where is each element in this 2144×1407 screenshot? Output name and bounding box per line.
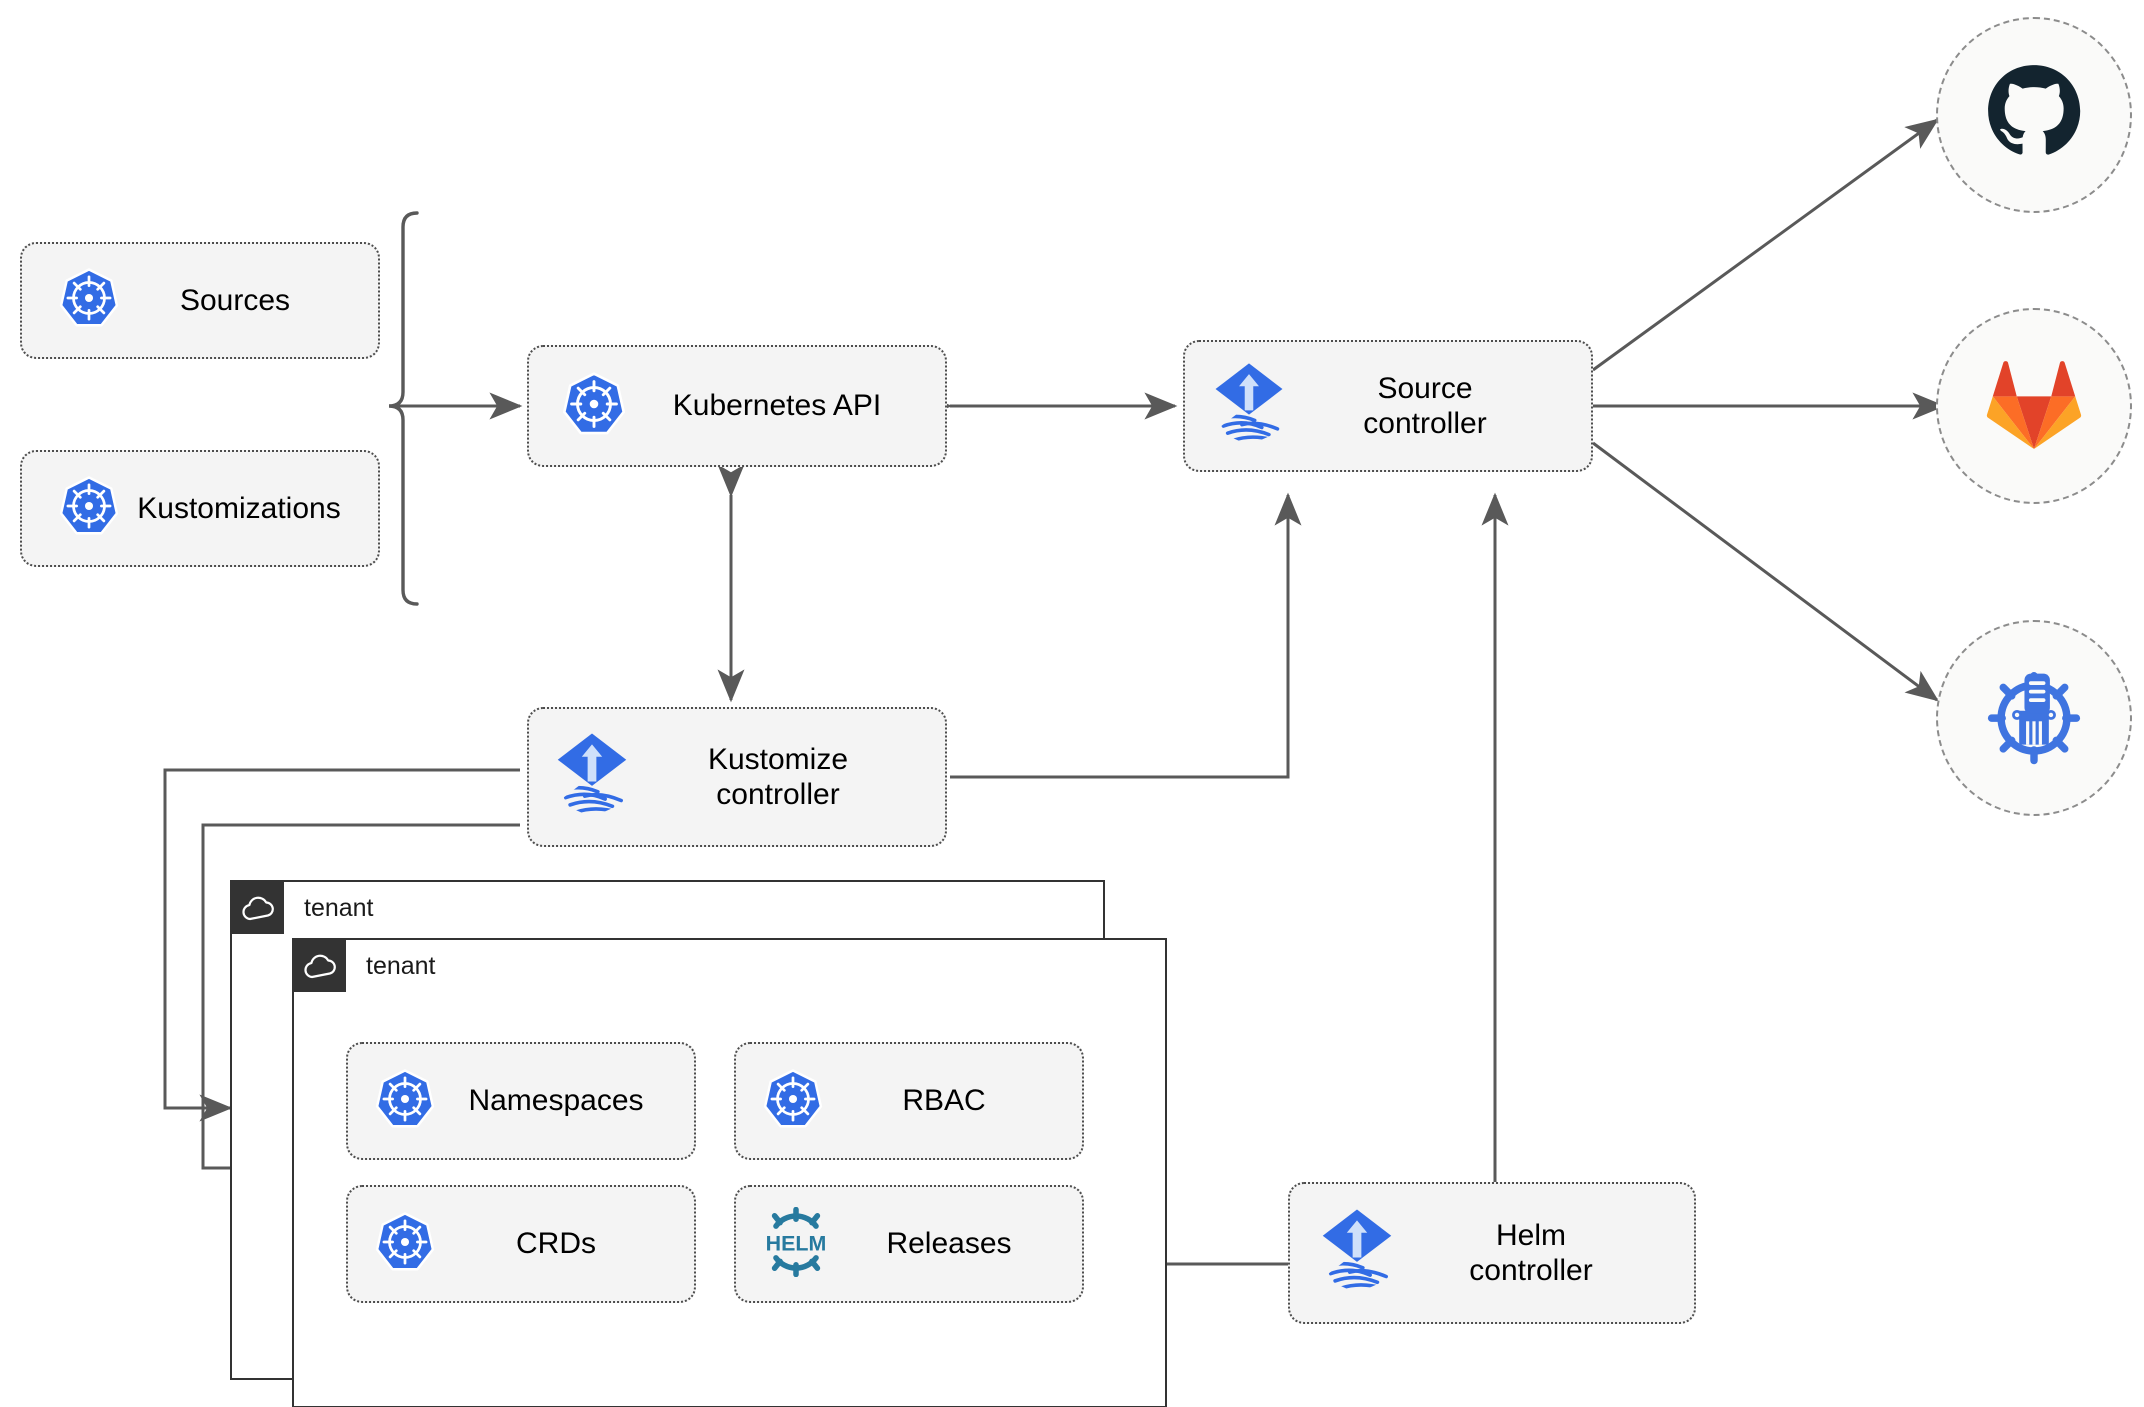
helm-repository-icon <box>1981 663 2087 774</box>
tenant-label: tenant <box>366 951 436 980</box>
cloud-icon <box>294 940 346 992</box>
tenant-resource-label: CRDs <box>516 1227 596 1261</box>
controller-label: Kustomize controller <box>707 742 849 811</box>
controller-box-helm[interactable]: Helm controller <box>1288 1182 1696 1324</box>
kubernetes-icon <box>374 1068 436 1135</box>
tenant-resource-label: Releases <box>886 1227 1012 1261</box>
gitlab-icon <box>1986 358 2082 455</box>
tenant-label: tenant <box>304 893 374 922</box>
provider-circle-helm-repository[interactable] <box>1936 620 2132 816</box>
controller-box-kubernetes-api[interactable]: Kubernetes API <box>527 345 947 467</box>
tenant-header: tenant <box>232 882 374 934</box>
svg-text:HELM: HELM <box>766 1231 827 1255</box>
controller-box-source[interactable]: Source controller <box>1183 340 1593 472</box>
kubernetes-icon <box>58 267 120 334</box>
flux-icon <box>1213 362 1285 451</box>
controller-box-kustomize[interactable]: Kustomize controller <box>527 707 947 847</box>
tenant-box-front[interactable]: tenant Namespaces <box>292 938 1167 1407</box>
controller-label: Kubernetes API <box>672 389 882 423</box>
tenant-resource-label: RBAC <box>902 1084 986 1118</box>
kubernetes-icon <box>762 1068 824 1135</box>
provider-circle-github[interactable] <box>1936 17 2132 213</box>
arrow-kustomize-to-source <box>950 492 1302 779</box>
controller-label: Helm controller <box>1469 1218 1593 1287</box>
resource-label: Kustomizations <box>137 491 341 525</box>
helm-icon: HELM <box>758 1206 834 1282</box>
github-icon <box>1984 63 2084 168</box>
tenant-resource-releases[interactable]: HELM Releases <box>734 1185 1084 1303</box>
tenant-resource-rbac[interactable]: RBAC <box>734 1042 1084 1160</box>
tenant-resource-label: Namespaces <box>468 1084 644 1118</box>
tenant-resource-namespaces[interactable]: Namespaces <box>346 1042 696 1160</box>
tenant-resource-crds[interactable]: CRDs <box>346 1185 696 1303</box>
flux-icon <box>555 732 629 823</box>
group-brace <box>388 211 419 606</box>
arrow-source-to-github <box>1592 118 1939 372</box>
flux-icon <box>1320 1208 1394 1299</box>
tenant-header: tenant <box>294 940 436 992</box>
resource-label: Sources <box>179 283 291 317</box>
resource-box-kustomizations[interactable]: Kustomizations <box>20 450 380 567</box>
provider-circle-gitlab[interactable] <box>1936 308 2132 504</box>
arrow-source-to-helm-repository <box>1592 441 1939 702</box>
resource-box-sources[interactable]: Sources <box>20 242 380 359</box>
controller-label: Source controller <box>1363 371 1487 440</box>
kubernetes-icon <box>374 1211 436 1278</box>
kubernetes-icon <box>58 475 120 542</box>
kubernetes-icon <box>561 371 627 442</box>
cloud-icon <box>232 882 284 934</box>
